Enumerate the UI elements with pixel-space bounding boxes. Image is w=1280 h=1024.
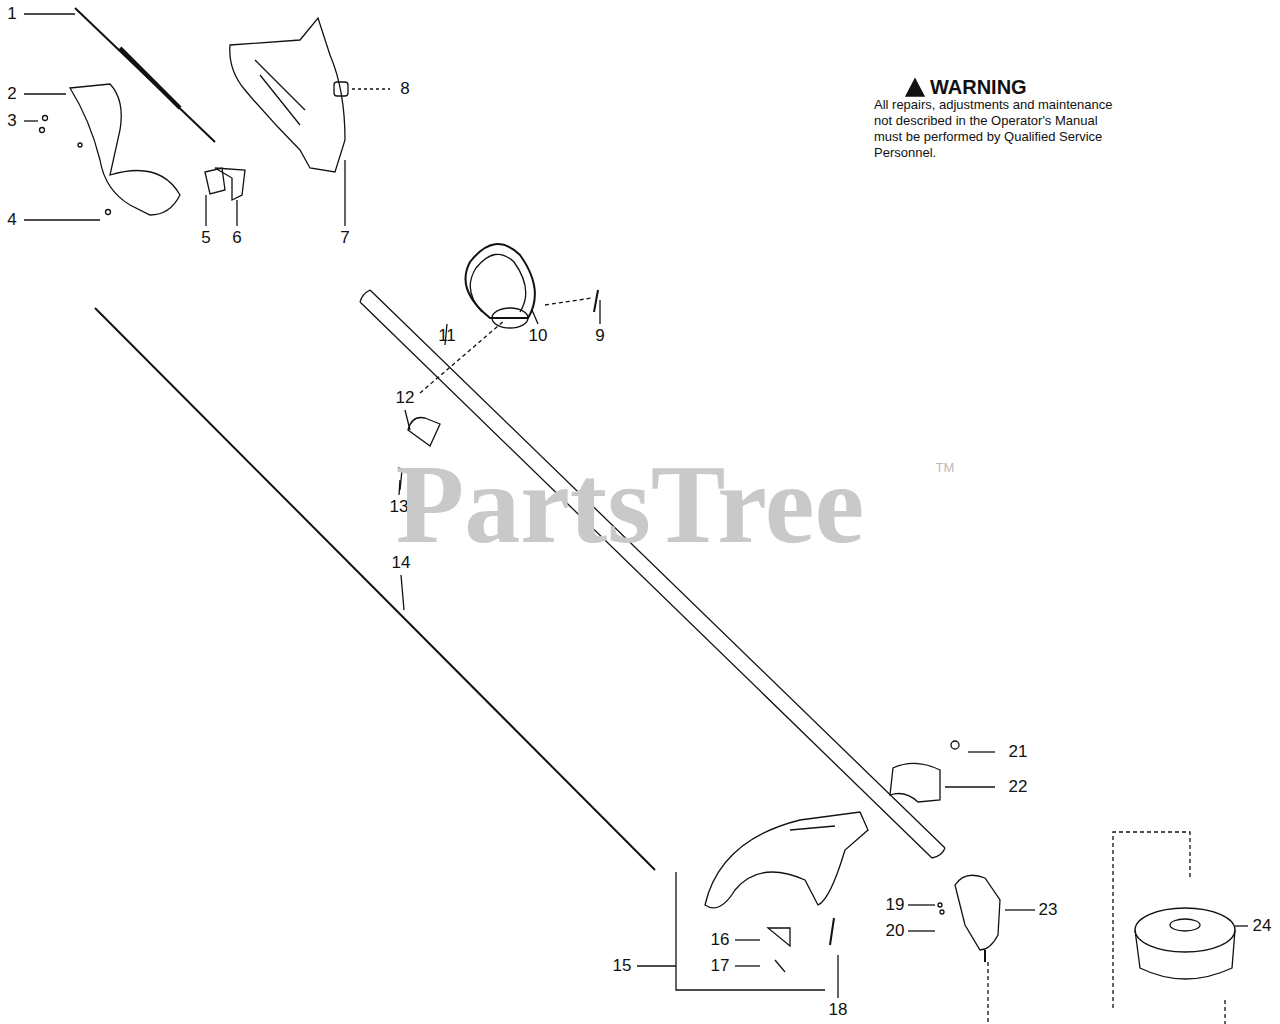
callout-number: 22 (1009, 778, 1028, 797)
callout-number: 17 (711, 957, 730, 976)
callout-number: 10 (529, 327, 548, 346)
callout-number: 2 (7, 85, 16, 104)
callout-number: 8 (400, 80, 409, 99)
callout-number: 24 (1253, 917, 1272, 936)
callout-number: 15 (613, 957, 632, 976)
callout-number: 19 (886, 896, 905, 915)
callout-number: 1 (7, 5, 16, 24)
callout-number: 5 (201, 229, 210, 248)
callout-number: 21 (1009, 743, 1028, 762)
callout-number: 18 (829, 1001, 848, 1020)
callout-number: 9 (595, 327, 604, 346)
callout-number: 6 (232, 229, 241, 248)
callout-number: 4 (7, 211, 16, 230)
callout-number: 20 (886, 922, 905, 941)
callout-number: 11 (438, 327, 456, 346)
callout-number: 16 (711, 931, 730, 950)
callout-number: 3 (7, 112, 16, 131)
warning-heading: WARNING (930, 76, 1027, 98)
watermark: PartsTree (396, 443, 865, 566)
trademark: TM (936, 461, 955, 475)
callout-number: 7 (340, 229, 349, 248)
warning-note: All repairs, adjustments and maintenance… (874, 97, 1114, 161)
callout-number: 12 (396, 389, 415, 408)
callout-number: 23 (1039, 901, 1058, 920)
